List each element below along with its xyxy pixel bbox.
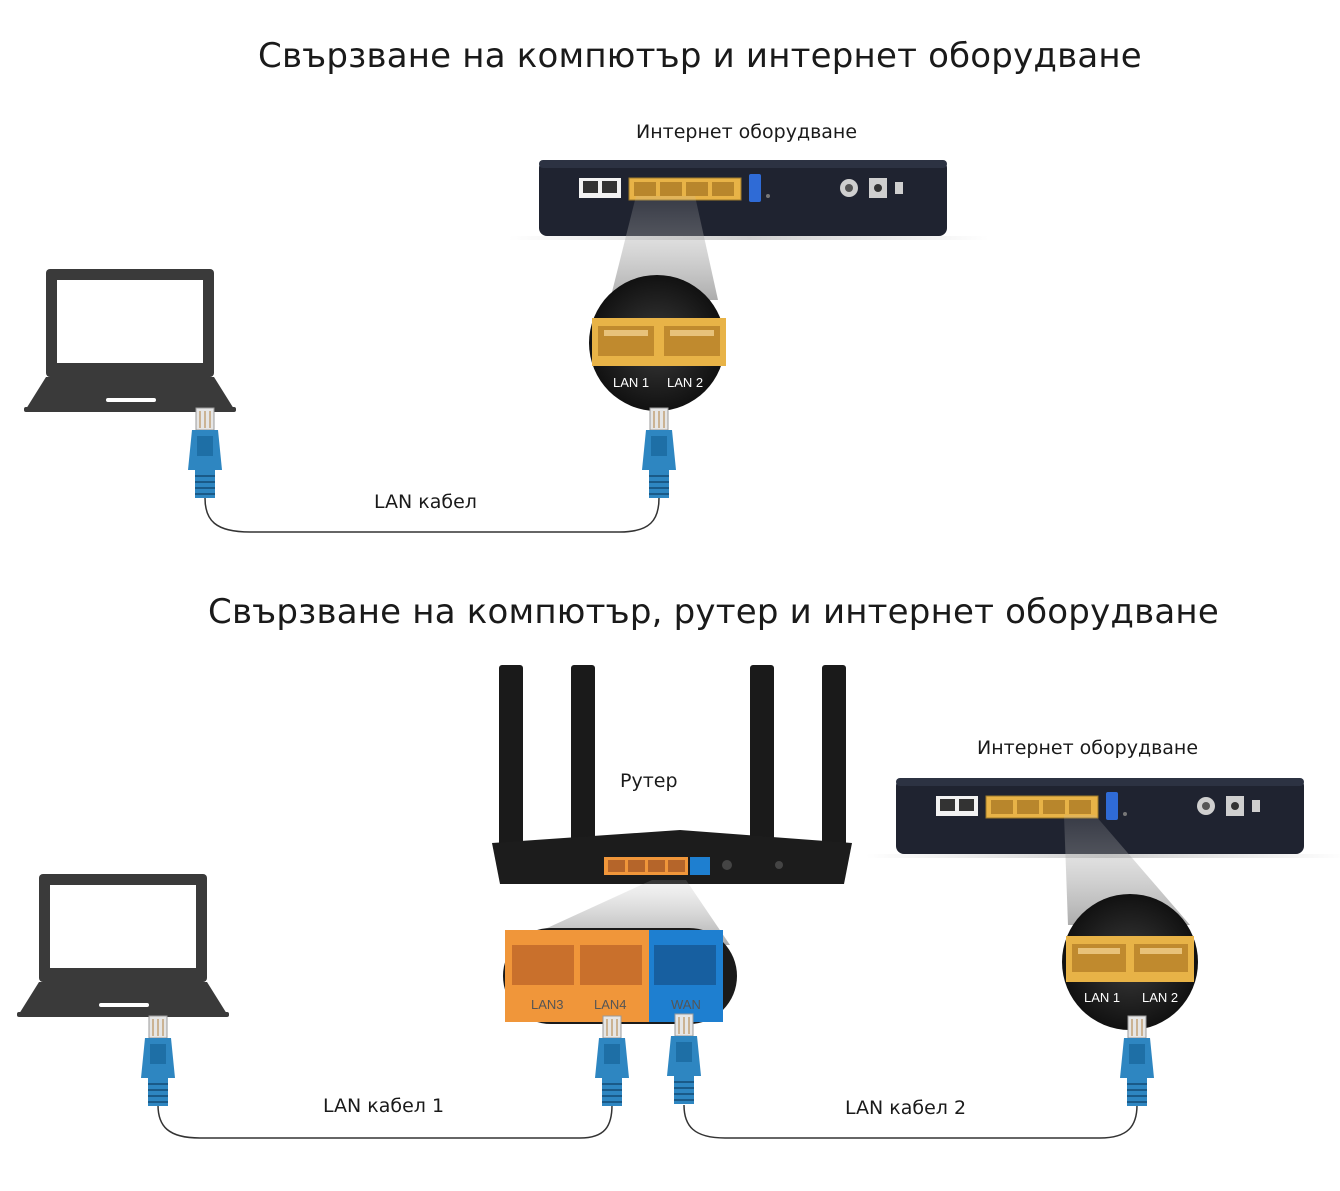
zoom-beam [610, 196, 718, 300]
router-zoom-ports [505, 930, 723, 1022]
rj45-connector-icon [187, 407, 223, 499]
lan-cable [204, 497, 660, 533]
rj45-connector-icon [594, 1015, 630, 1107]
section2-router-label: Рутер [620, 770, 678, 792]
router-port-label-wan: WAN [671, 997, 701, 1012]
section2-cable2-label: LAN кабел 2 [845, 1097, 967, 1119]
zoom-lan-ports [1066, 936, 1194, 982]
router-port-label-lan3: LAN3 [531, 997, 564, 1012]
router-port-label-lan4: LAN4 [594, 997, 627, 1012]
zoom-lan-ports [592, 318, 726, 366]
laptop-icon [17, 874, 229, 1017]
lan-cable-2 [683, 1104, 1138, 1139]
router-icon [492, 665, 852, 884]
section1-device-label: Интернет оборудване [636, 121, 858, 143]
modem-icon [508, 159, 990, 241]
section2-device-label: Интернет оборудване [977, 737, 1199, 759]
laptop-icon [24, 269, 236, 412]
rj45-connector-icon [641, 407, 677, 499]
section2-title: Свързване на компютър, рутер и интернет … [208, 592, 1219, 632]
section2-cable1-label: LAN кабел 1 [323, 1095, 445, 1117]
zoom-port-label-lan1: LAN 1 [613, 375, 650, 390]
rj45-connector-icon [140, 1015, 176, 1107]
zoom-port-label-lan2: LAN 2 [1142, 990, 1179, 1005]
section1-cable-label: LAN кабел [374, 491, 477, 513]
lan-cable-1 [157, 1104, 613, 1139]
zoom-beam [1064, 815, 1190, 925]
section1-title: Свързване на компютър и интернет оборудв… [258, 36, 1142, 76]
zoom-port-label-lan2: LAN 2 [667, 375, 704, 390]
rj45-connector-icon [666, 1013, 702, 1105]
zoom-port-label-lan1: LAN 1 [1084, 990, 1121, 1005]
